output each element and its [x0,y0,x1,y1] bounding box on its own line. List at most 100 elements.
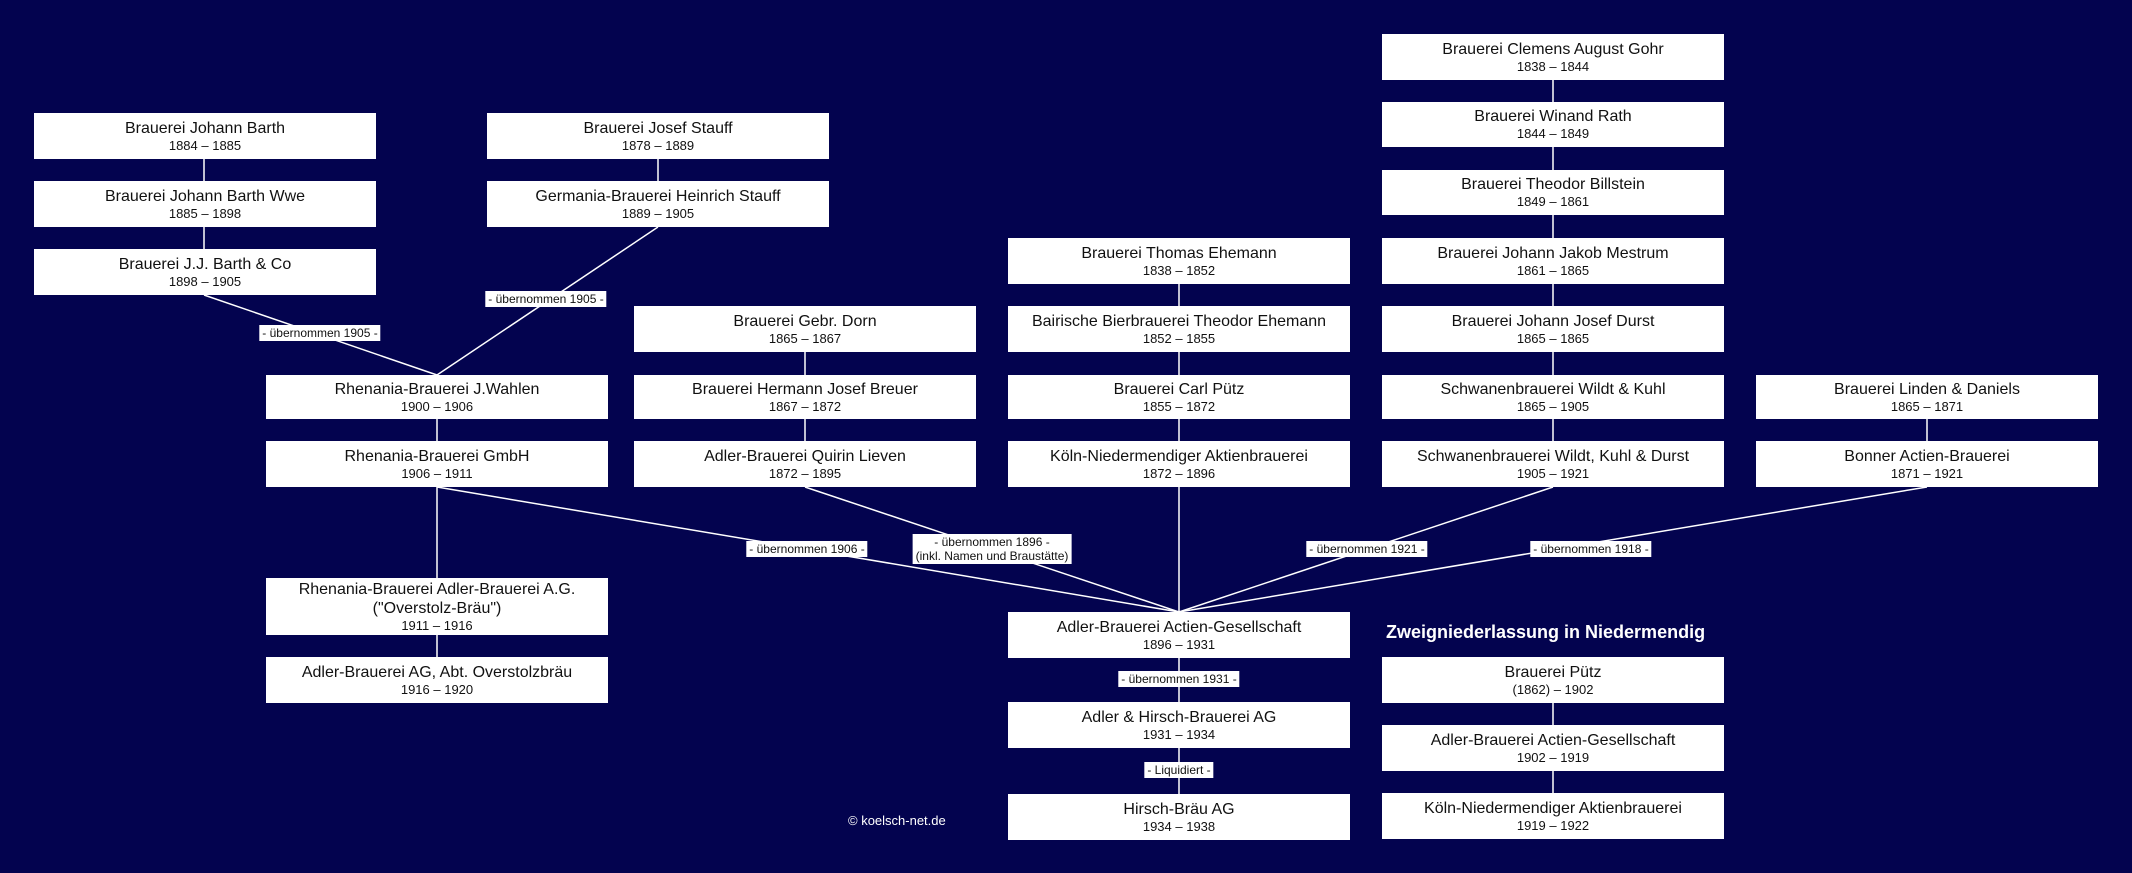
brewery-years: 1872 – 1896 [1142,465,1216,481]
brewery-box: Adler-Brauerei Quirin Lieven 1872 – 1895 [634,441,976,487]
brewery-name: Rhenania-Brauerei GmbH [344,447,530,465]
brewery-name: Schwanenbrauerei Wildt, Kuhl & Durst [1416,447,1690,465]
brewery-years: 1867 – 1872 [768,398,842,414]
brewery-box: Brauerei Pütz (1862) – 1902 [1382,657,1724,703]
transfer-label: - übernommen 1905 - [485,291,607,307]
brewery-name: Brauerei Pütz [1504,663,1602,681]
brewery-years: 1865 – 1905 [1516,398,1590,414]
brewery-years: 1902 – 1919 [1516,749,1590,765]
brewery-years: 1906 – 1911 [401,465,473,481]
brewery-name: Brauerei Winand Rath [1474,108,1632,125]
brewery-years: 1865 – 1867 [768,330,842,346]
brewery-name: Rhenania-Brauerei Adler-Brauerei A.G. [298,580,576,598]
brewery-name: Brauerei Linden & Daniels [1834,380,2020,398]
brewery-box: Brauerei Clemens August Gohr 1838 – 1844 [1382,34,1724,80]
brewery-box: Schwanenbrauerei Wildt, Kuhl & Durst 190… [1382,441,1724,487]
brewery-years: 1900 – 1906 [400,398,474,414]
brewery-years: 1838 – 1844 [1516,58,1590,74]
transfer-label: - übernommen 1918 - [1530,541,1652,557]
brewery-name: Brauerei Johann Barth [124,119,286,137]
brewery-name: Brauerei J.J. Barth & Co [118,255,292,273]
brewery-name: Brauerei Theodor Billstein [1461,176,1645,193]
brewery-years: 1885 – 1898 [168,205,242,221]
brewery-years: 1838 – 1852 [1142,262,1216,278]
brewery-years: 1884 – 1885 [168,137,242,153]
brewery-name: Adler-Brauerei AG, Abt. Overstolzbräu [301,663,573,681]
brewery-box: Brauerei Johann Jakob Mestrum 1861 – 186… [1382,238,1724,284]
brewery-box: Adler-Brauerei Actien-Gesellschaft 1902 … [1382,725,1724,771]
brewery-name: Germania-Brauerei Heinrich Stauff [535,187,781,205]
brewery-years: 1878 – 1889 [621,137,695,153]
brewery-box: Brauerei Johann Barth Wwe 1885 – 1898 [34,181,376,227]
brewery-box: Brauerei Johann Josef Durst 1865 – 1865 [1382,306,1724,352]
brewery-name: Bonner Actien-Brauerei [1844,447,2010,465]
brewery-box: Brauerei Hermann Josef Breuer 1867 – 187… [634,375,976,419]
brewery-box: Hirsch-Bräu AG 1934 – 1938 [1008,794,1350,840]
brewery-years: 1849 – 1861 [1516,194,1590,209]
brewery-box: Brauerei Johann Barth 1884 – 1885 [34,113,376,159]
brewery-box: Rhenania-Brauerei GmbH 1906 – 1911 [266,441,608,487]
brewery-name: Brauerei Johann Jakob Mestrum [1437,244,1669,262]
transfer-label: - übernommen 1896 - (inkl. Namen und Bra… [912,534,1072,564]
brewery-years: 1931 – 1934 [1142,726,1216,742]
brewery-box: Brauerei Linden & Daniels 1865 – 1871 [1756,375,2098,419]
brewery-years: 1855 – 1872 [1142,398,1216,414]
brewery-name: Adler-Brauerei Quirin Lieven [704,447,906,465]
brewery-years: 1889 – 1905 [621,205,695,221]
brewery-box: Adler & Hirsch-Brauerei AG 1931 – 1934 [1008,702,1350,748]
brewery-years: 1898 – 1905 [168,273,242,289]
brewery-name-line2: ("Overstolz-Bräu") [372,599,502,617]
brewery-name: Brauerei Gebr. Dorn [733,312,877,330]
brewery-years: (1862) – 1902 [1512,681,1594,697]
brewery-box: Brauerei J.J. Barth & Co 1898 – 1905 [34,249,376,295]
brewery-box: Bairische Bierbrauerei Theodor Ehemann 1… [1008,306,1350,352]
brewery-years: 1911 – 1916 [401,617,473,633]
copyright-text: © koelsch-net.de [848,813,946,828]
brewery-box: Schwanenbrauerei Wildt & Kuhl 1865 – 190… [1382,375,1724,419]
brewery-years: 1844 – 1849 [1516,126,1590,141]
brewery-name: Bairische Bierbrauerei Theodor Ehemann [1031,312,1327,330]
brewery-years: 1916 – 1920 [400,681,474,697]
brewery-name: Brauerei Clemens August Gohr [1442,40,1664,58]
brewery-name: Köln-Niedermendiger Aktienbrauerei [1050,447,1308,465]
transfer-label: - übernommen 1931 - [1118,671,1240,687]
brewery-name: Brauerei Johann Barth Wwe [104,187,306,205]
brewery-years: 1872 – 1895 [768,465,842,481]
brewery-name: Hirsch-Bräu AG [1123,800,1235,818]
brewery-box: Brauerei Josef Stauff 1878 – 1889 [487,113,829,159]
brewery-years: 1865 – 1865 [1516,330,1590,346]
brewery-name: Brauerei Johann Josef Durst [1451,312,1655,330]
brewery-name: Brauerei Thomas Ehemann [1081,244,1277,262]
brewery-box: Germania-Brauerei Heinrich Stauff 1889 –… [487,181,829,227]
brewery-box: Rhenania-Brauerei J.Wahlen 1900 – 1906 [266,375,608,419]
brewery-box: Brauerei Theodor Billstein 1849 – 1861 [1382,170,1724,215]
brewery-years: 1896 – 1931 [1142,636,1216,652]
transfer-label: - übernommen 1905 - [259,325,381,341]
transfer-label-line: - übernommen 1896 - [934,535,1050,549]
brewery-box: Rhenania-Brauerei Adler-Brauerei A.G. ("… [266,578,608,635]
brewery-name: Köln-Niedermendiger Aktienbrauerei [1424,799,1682,817]
brewery-years: 1905 – 1921 [1516,465,1590,481]
transfer-label: - übernommen 1906 - [746,541,868,557]
brewery-name: Adler & Hirsch-Brauerei AG [1081,708,1277,726]
brewery-box: Brauerei Carl Pütz 1855 – 1872 [1008,375,1350,419]
section-title: Zweigniederlassung in Niedermendig [1386,622,1706,642]
brewery-years: 1934 – 1938 [1142,818,1216,834]
brewery-name: Brauerei Hermann Josef Breuer [692,380,918,398]
transfer-label: - übernommen 1921 - [1306,541,1428,557]
brewery-name: Adler-Brauerei Actien-Gesellschaft [1056,618,1302,636]
brewery-years: 1919 – 1922 [1516,817,1590,833]
brewery-years: 1852 – 1855 [1142,330,1216,346]
brewery-years: 1865 – 1871 [1890,398,1964,414]
brewery-name: Brauerei Josef Stauff [583,119,733,137]
brewery-box: Bonner Actien-Brauerei 1871 – 1921 [1756,441,2098,487]
brewery-name: Rhenania-Brauerei J.Wahlen [334,380,540,398]
transfer-label: - Liquidiert - [1144,762,1214,778]
brewery-box: Adler-Brauerei Actien-Gesellschaft 1896 … [1008,612,1350,658]
brewery-box: Brauerei Winand Rath 1844 – 1849 [1382,102,1724,147]
brewery-years: 1861 – 1865 [1516,262,1590,278]
brewery-name: Brauerei Carl Pütz [1113,380,1245,398]
brewery-name: Schwanenbrauerei Wildt & Kuhl [1440,380,1666,398]
brewery-years: 1871 – 1921 [1890,465,1964,481]
brewery-box: Köln-Niedermendiger Aktienbrauerei 1919 … [1382,793,1724,839]
